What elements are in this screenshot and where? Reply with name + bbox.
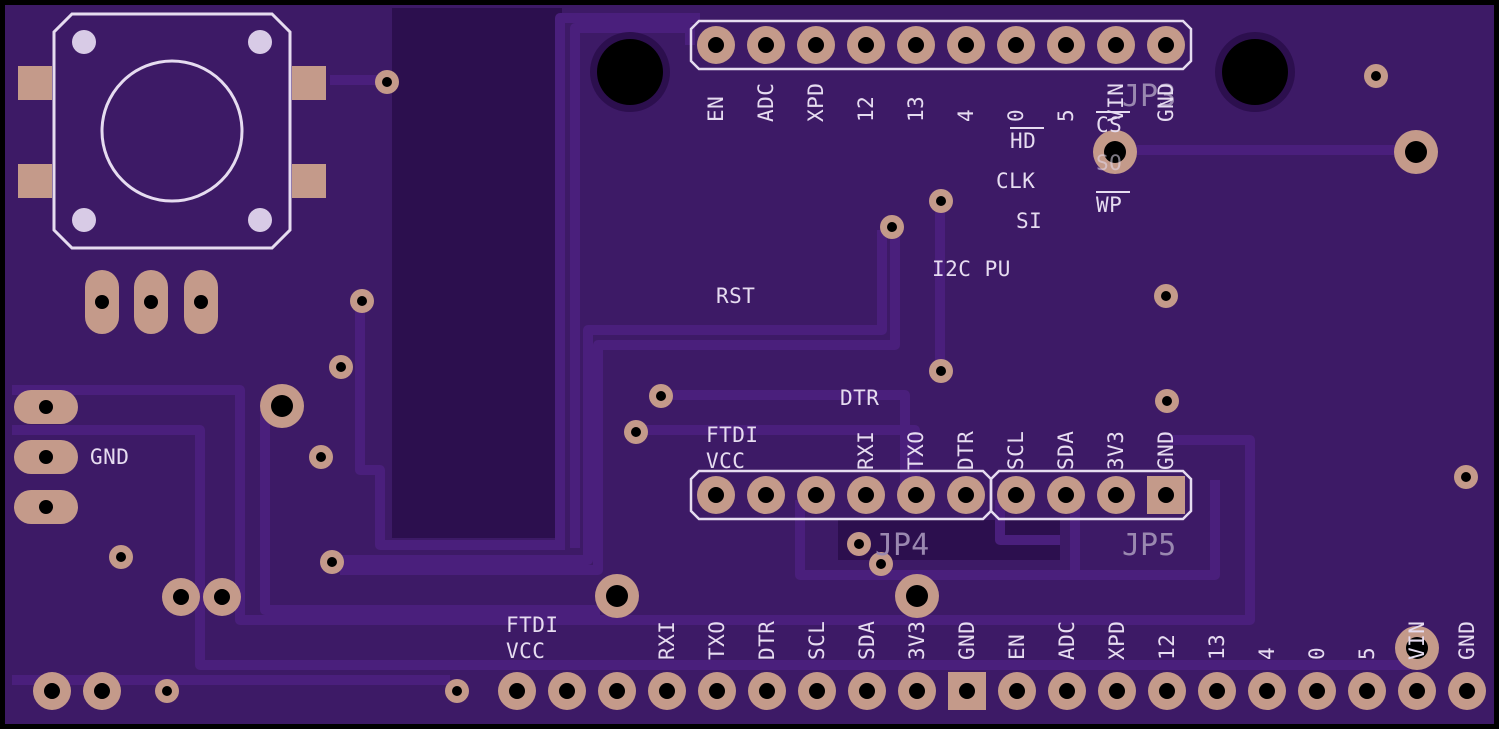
mid-header-outline-a bbox=[689, 469, 993, 521]
switch-pad bbox=[18, 164, 52, 198]
pin-label: 0 bbox=[1004, 109, 1028, 122]
pin-label: ADC bbox=[1055, 621, 1079, 660]
bottom-vcc-label: VCC bbox=[506, 639, 545, 663]
switch-pad bbox=[292, 66, 326, 100]
flash-hd-label: HD bbox=[1010, 129, 1036, 153]
pin-label: VIN bbox=[1104, 83, 1128, 122]
top-header-ref: JP3 bbox=[1122, 79, 1176, 114]
switch-corner-dot bbox=[248, 30, 272, 54]
flash-si-label: SI bbox=[1016, 209, 1042, 233]
pin-label: 3V3 bbox=[1104, 431, 1128, 470]
pin-label: DTR bbox=[954, 431, 978, 470]
ground-pour bbox=[392, 8, 562, 538]
pin-label: 3V3 bbox=[905, 621, 929, 660]
pads-layer bbox=[33, 26, 1486, 710]
pin-label: 5 bbox=[1355, 647, 1379, 660]
switch-pad bbox=[18, 66, 52, 100]
flash-wp-label: WP bbox=[1096, 193, 1122, 217]
pin-label: SCL bbox=[1004, 431, 1028, 470]
pin-label: TXO bbox=[705, 621, 729, 660]
pin-label: GND bbox=[955, 621, 979, 660]
top-header-outline bbox=[689, 19, 1193, 71]
pin-label: 0 bbox=[1305, 647, 1329, 660]
mid-ref-right: JP5 bbox=[1122, 528, 1176, 563]
pin-label: GND bbox=[1154, 83, 1178, 122]
flash-clk-label: CLK bbox=[996, 169, 1035, 193]
switch-corner-dot bbox=[72, 208, 96, 232]
pin-label: 5 bbox=[1054, 109, 1078, 122]
gnd-label: GND bbox=[90, 445, 129, 469]
i2c-pu-label: I2C PU bbox=[932, 257, 1011, 281]
pin-label: ADC bbox=[754, 83, 778, 122]
silkscreen-layer: JP3 JP4 JP5 HD CS SO CLK SI WP I2C PU RS… bbox=[90, 79, 1176, 663]
rst-label: RST bbox=[716, 284, 755, 308]
pin-label: 13 bbox=[904, 96, 928, 122]
pin-label: SDA bbox=[1054, 431, 1078, 470]
pin-label: XPD bbox=[1105, 621, 1129, 660]
pin-label: SDA bbox=[855, 621, 879, 660]
mid-ftdi-label: FTDI bbox=[706, 423, 759, 447]
traces bbox=[12, 13, 1415, 685]
pin-label: GND bbox=[1154, 431, 1178, 470]
pin-label: 4 bbox=[954, 109, 978, 122]
pin-label: TXO bbox=[904, 431, 928, 470]
pin-label: RXI bbox=[854, 431, 878, 470]
mounting-hole-left bbox=[597, 39, 663, 105]
mid-ref-left: JP4 bbox=[875, 528, 929, 563]
mid-header-outline-b bbox=[989, 469, 1193, 521]
pin-label: GND bbox=[1455, 621, 1479, 660]
pin-label: XPD bbox=[804, 83, 828, 122]
mid-vcc-label: VCC bbox=[706, 449, 745, 473]
pin-label: 12 bbox=[1155, 634, 1179, 660]
pin-label: 12 bbox=[854, 96, 878, 122]
pin-label: EN bbox=[704, 96, 728, 122]
pin-label: 13 bbox=[1205, 634, 1229, 660]
switch-pad bbox=[292, 164, 326, 198]
pin-label: SCL bbox=[805, 621, 829, 660]
pin-label: 4 bbox=[1255, 647, 1279, 660]
pin-label: DTR bbox=[755, 621, 779, 660]
mounting-holes bbox=[590, 32, 1295, 112]
pin-label: EN bbox=[1005, 634, 1029, 660]
flash-so-label: SO bbox=[1096, 151, 1122, 175]
switch-corner-dot bbox=[72, 30, 96, 54]
mounting-hole-right bbox=[1222, 39, 1288, 105]
tactile-switch bbox=[18, 12, 326, 250]
flash-cs-label: CS bbox=[1096, 113, 1122, 137]
pin-label: RXI bbox=[655, 621, 679, 660]
pin-label: VIN bbox=[1405, 621, 1429, 660]
dtr-label: DTR bbox=[840, 386, 879, 410]
switch-outline bbox=[52, 12, 292, 250]
switch-corner-dot bbox=[248, 208, 272, 232]
switch-button bbox=[100, 59, 244, 203]
bottom-ftdi-label: FTDI bbox=[506, 613, 559, 637]
